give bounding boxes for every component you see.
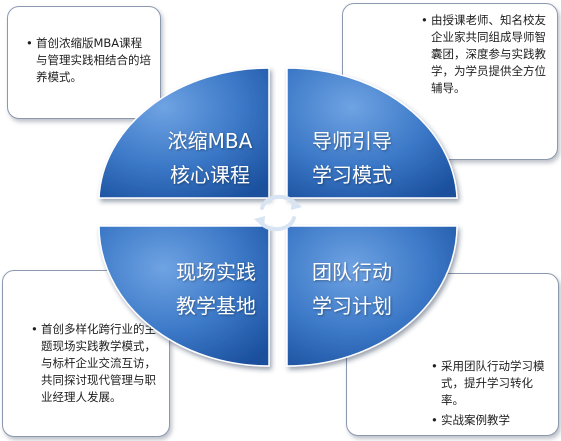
callout-top-left: 首创浓缩版MBA课程与管理实践相结合的培养模式。: [7, 6, 161, 119]
callout-bottom-right-item-1: 采用团队行动学习模式，提升学习转化率。: [431, 358, 552, 409]
quadrant-top-left-line2: 核心课程: [170, 163, 250, 187]
quadrant-bottom-left-line2: 教学基地: [176, 294, 256, 318]
quadrant-top-right-line1: 导师引导: [312, 129, 392, 153]
cycle-arrows-icon: [254, 194, 302, 232]
quadrant-bottom-left: [98, 225, 270, 367]
callout-top-left-item: 首创浓缩版MBA课程与管理实践相结合的培养模式。: [26, 35, 152, 86]
quadrant-bottom-right: [286, 225, 458, 367]
quadrant-top-right-label: 导师引导 学习模式: [292, 124, 412, 192]
quadrant-top-left: [98, 67, 270, 199]
quadrant-top-left-line1: 浓缩MBA: [167, 129, 253, 153]
quadrant-bottom-left-line1: 现场实践: [176, 260, 256, 284]
quadrant-top-right: [286, 67, 458, 199]
quadrant-top-right-line2: 学习模式: [312, 163, 392, 187]
callout-bottom-left-item: 首创多样化跨行业的主题现场实践教学模式，与标杆企业交流互访，共同探讨现代管理与职…: [31, 321, 163, 406]
quadrant-bottom-right-line2: 学习计划: [312, 294, 392, 318]
callout-bottom-right-item-2: 实战案例教学: [431, 412, 552, 429]
quadrant-top-left-label: 浓缩MBA 核心课程: [150, 124, 270, 192]
quadrant-bottom-right-line1: 团队行动: [312, 260, 392, 284]
callout-top-right-item: 由授课老师、知名校友企业家共同组成导师智囊团，深度参与实践教学，为学员提供全方位…: [421, 12, 547, 97]
callout-bottom-right: 采用团队行动学习模式，提升学习转化率。 实战案例教学: [346, 273, 559, 436]
quadrant-bottom-right-label: 团队行动 学习计划: [292, 255, 412, 323]
quadrant-bottom-left-label: 现场实践 教学基地: [156, 255, 276, 323]
